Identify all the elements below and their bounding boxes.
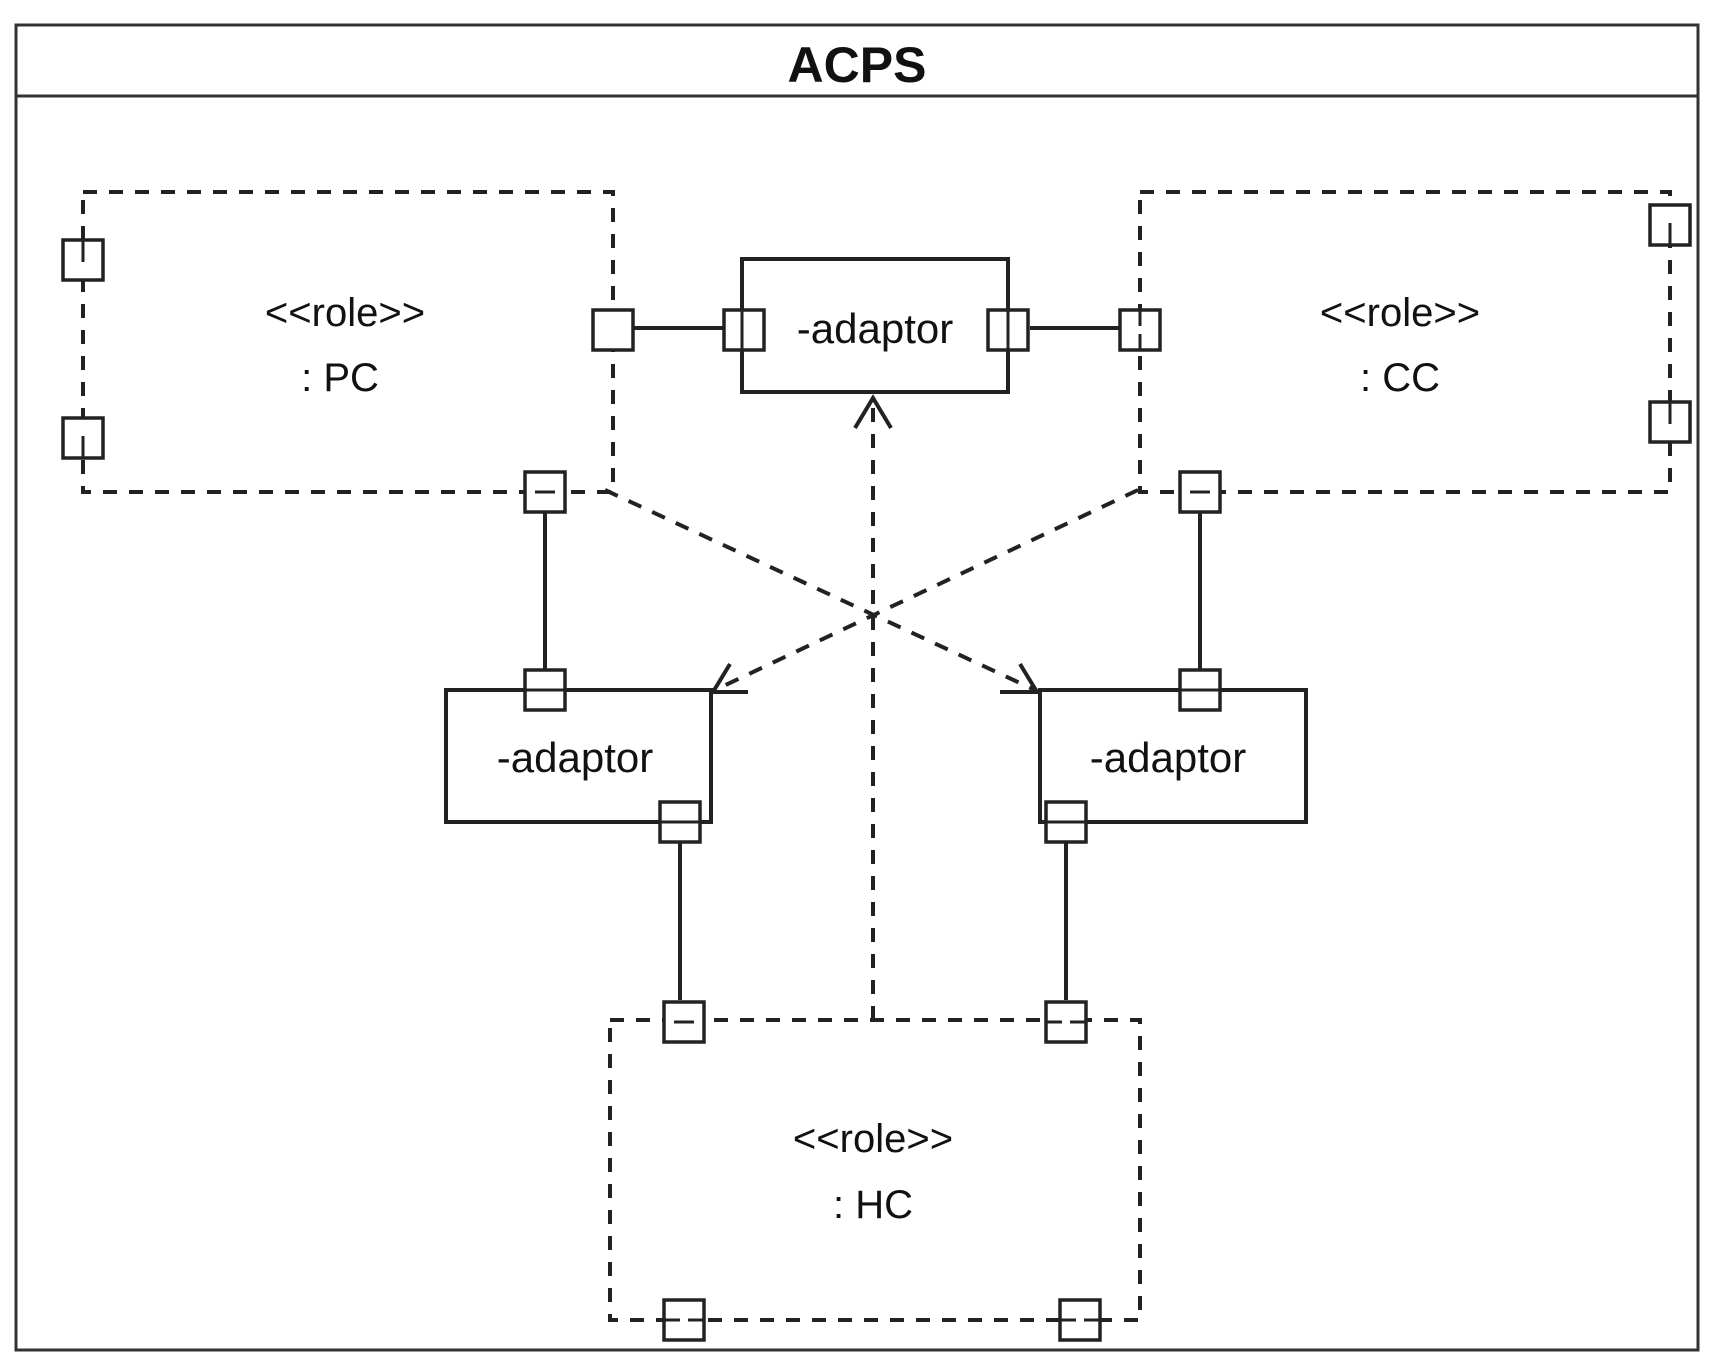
port-top-adaptor-left <box>722 308 766 352</box>
dependency-cc-to-left-adaptor <box>714 488 1139 692</box>
adaptor-label-right: -adaptor <box>1090 734 1246 781</box>
adaptor-box-right <box>1038 688 1308 824</box>
role-box-pc <box>81 190 615 494</box>
role-stereotype-pc: <<role>> <box>265 291 425 335</box>
role-box-cc <box>1138 190 1672 494</box>
role-name-cc: : CC <box>1360 356 1440 400</box>
diagram-title: ACPS <box>788 37 927 93</box>
role-stereotype-hc: <<role>> <box>793 1117 953 1161</box>
role-name-pc: : PC <box>301 356 379 400</box>
arrowhead-into-right-adaptor <box>1000 662 1041 694</box>
role-stereotype-cc: <<role>> <box>1320 291 1480 335</box>
arrowhead-up <box>853 394 893 430</box>
outer-frame <box>14 23 1700 1352</box>
dependency-pc-to-right-adaptor <box>604 488 1036 692</box>
role-box-hc <box>608 1018 1142 1322</box>
adaptor-label-left: -adaptor <box>497 734 653 781</box>
arrowhead-into-left-adaptor <box>709 662 748 694</box>
adaptor-label-top: -adaptor <box>797 305 953 352</box>
port-pc-right <box>591 308 635 352</box>
role-name-hc: : HC <box>833 1183 913 1227</box>
